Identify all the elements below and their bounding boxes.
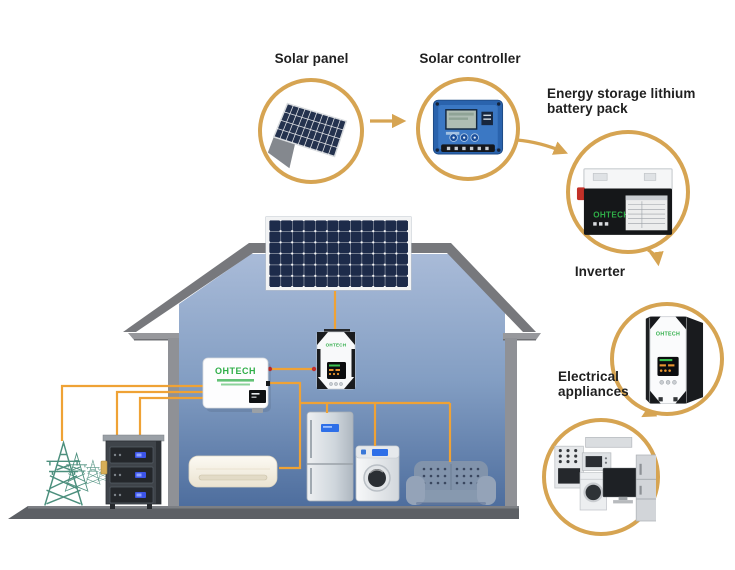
wall-inverter-logo: OHTECH	[326, 343, 347, 348]
wiring	[60, 291, 452, 470]
battery-logo: OHTECH	[593, 211, 629, 220]
wire-connector-dot	[267, 366, 273, 372]
wall-inverter: OHTECH	[316, 329, 356, 390]
circle-electrical-appliances	[542, 418, 660, 536]
inverter-icon: OHTECH	[645, 316, 704, 405]
inverter-logo: OHTECH	[656, 332, 680, 338]
wire-to-grid-tower	[60, 384, 203, 441]
ac-unit	[188, 455, 278, 488]
label-battery-pack-line2: battery pack	[547, 101, 628, 116]
circle-battery-pack: OHTECH	[566, 130, 690, 254]
left-eave	[128, 333, 179, 341]
wall-battery-box: OHTECH	[202, 357, 271, 413]
solar-panel-icon	[267, 102, 348, 169]
solar-controller-icon	[432, 99, 504, 155]
battery-module	[109, 486, 154, 504]
fridge	[306, 411, 354, 502]
label-solar-panel: Solar panel	[274, 51, 349, 66]
ground-platform	[8, 506, 519, 519]
appliances-icon	[554, 437, 656, 522]
label-solar-controller: Solar controller	[419, 51, 521, 66]
wire-to-cabinet-1	[115, 390, 203, 438]
battery-pack-icon: OHTECH	[576, 168, 673, 235]
wire-to-cabinet-2	[138, 396, 203, 438]
wire-connector-dot	[311, 366, 317, 372]
battery-cabinet	[100, 434, 165, 509]
rooftop-solar-panel	[265, 216, 412, 291]
small-fridge-icon	[635, 454, 656, 522]
wire-box-to-ac	[268, 381, 302, 470]
right-wall	[505, 338, 517, 506]
power-grid-towers	[44, 441, 109, 507]
washing-machine	[355, 445, 400, 502]
circle-solar-controller	[416, 77, 520, 181]
wall-box-logo: OHTECH	[215, 366, 256, 376]
roof	[123, 243, 536, 332]
label-battery-pack-line1: Energy storage lithium	[547, 86, 696, 101]
circle-inverter: OHTECH	[610, 302, 724, 416]
sofa	[406, 461, 496, 505]
label-battery-pack: Energy storage lithium battery pack	[547, 86, 695, 116]
small-washer-icon	[579, 472, 607, 511]
microwave-icon	[581, 452, 612, 471]
circle-solar-panel	[258, 78, 364, 184]
label-inverter: Inverter	[574, 264, 626, 279]
left-wall	[168, 338, 179, 506]
label-electrical-appliances: Electrical appliances	[558, 369, 629, 399]
battery-module	[109, 466, 154, 484]
label-appliances-line1: Electrical	[558, 369, 620, 384]
label-appliances-line2: appliances	[558, 384, 629, 399]
battery-module	[109, 446, 154, 464]
stove-icon	[554, 445, 584, 489]
